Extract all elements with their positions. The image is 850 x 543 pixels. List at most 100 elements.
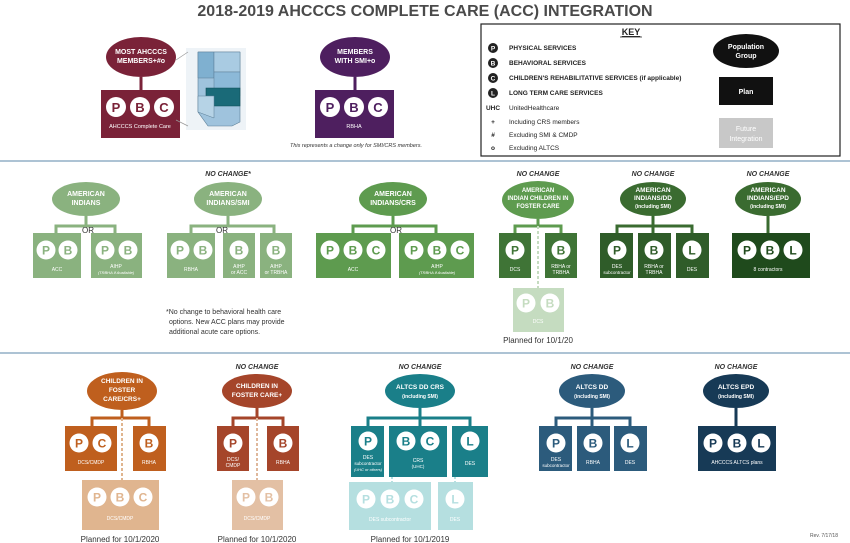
- population-label: MEMBERS: [337, 49, 373, 56]
- plan-label: AIHP: [270, 264, 282, 270]
- key-population-label: Group: [736, 53, 757, 60]
- plan-label: DCS/CMDP: [107, 516, 134, 522]
- svg-text:P: P: [93, 491, 101, 505]
- plan-label: TRBHA: [646, 270, 664, 276]
- svg-text:P: P: [75, 437, 83, 451]
- svg-text:P: P: [242, 491, 250, 505]
- group-altcs-dd: NO CHANGE ALTCS DD (including SMI) P B L…: [539, 364, 647, 471]
- key-label: LONG TERM CARE SERVICES: [509, 90, 603, 97]
- svg-text:B: B: [145, 437, 154, 451]
- svg-text:P: P: [522, 297, 530, 311]
- group-members-with-smi: MEMBERS WITH SMI+o P B C RBHA: [315, 37, 394, 138]
- plan-label: CMDP: [226, 463, 241, 469]
- population-label: (including SMI): [718, 394, 754, 400]
- key-future-box: [719, 118, 773, 148]
- key-population-group-oval: [713, 34, 779, 68]
- change-note: This represents a change only for SMI/CR…: [290, 143, 422, 149]
- population-label: FOSTER CARE+: [232, 392, 283, 399]
- plan-label: or TRBHA: [265, 270, 288, 276]
- svg-text:B: B: [116, 491, 125, 505]
- physical-icon: P: [112, 100, 121, 115]
- crs-icon: C: [159, 100, 169, 115]
- svg-text:B: B: [349, 244, 358, 258]
- group-altcs-epd: NO CHANGE ALTCS EPD (including SMI) P B …: [698, 364, 776, 471]
- plan-label: ACC: [52, 267, 63, 273]
- no-change-label: NO CHANGE: [399, 364, 442, 371]
- key-label: Excluding SMI & CMDP: [509, 132, 578, 139]
- physical-icon: P: [326, 100, 335, 115]
- svg-text:P: P: [743, 244, 751, 258]
- plan-label: DES: [612, 264, 623, 270]
- svg-text:P: P: [229, 437, 237, 451]
- population-oval: [106, 37, 176, 77]
- plan-label: DES: [551, 457, 562, 463]
- svg-text:additional acute care options.: additional acute care options.: [169, 329, 260, 336]
- svg-text:P: P: [101, 244, 109, 258]
- plan-label: DCS: [510, 267, 521, 273]
- svg-text:B: B: [733, 437, 742, 451]
- plan-label: DCS/CMDP: [78, 460, 105, 466]
- svg-text:B: B: [402, 435, 411, 449]
- arizona-map-image: [175, 48, 246, 130]
- population-label: INDIANS/DD: [634, 195, 672, 202]
- population-label: MEMBERS+#o: [117, 58, 165, 65]
- svg-text:L: L: [757, 437, 764, 451]
- population-label: AMERICAN: [67, 191, 105, 198]
- plan-label: DES subcontractor: [369, 517, 411, 523]
- population-label: (including SMI): [574, 394, 610, 400]
- crs-icon: C: [373, 100, 383, 115]
- svg-text:B: B: [546, 297, 555, 311]
- svg-text:B: B: [557, 244, 566, 258]
- future-integration-box: [232, 480, 283, 530]
- key-label: Excluding ALTCS: [509, 145, 560, 152]
- group-children-foster-care-crs: CHILDREN IN FOSTER CARE/CRS+ P C B DCS/C…: [65, 372, 166, 543]
- no-change-label: NO CHANGE: [236, 364, 279, 371]
- plan-label: TRBHA: [553, 270, 571, 276]
- svg-text:L: L: [789, 244, 796, 258]
- key-title: KEY: [622, 27, 641, 37]
- population-label: CHILDREN IN: [236, 383, 278, 390]
- revision-date: Rev. 7/17/18: [810, 533, 838, 539]
- key-crs-icon: C: [491, 76, 496, 83]
- population-label: INDIANS/EPD: [747, 195, 789, 202]
- population-label: CHILDREN IN: [101, 378, 143, 385]
- svg-text:B: B: [64, 244, 73, 258]
- key-label: CHILDREN'S REHABILITATIVE SERVICES (if a…: [509, 75, 681, 82]
- no-change-label: NO CHANGE: [747, 171, 790, 178]
- plan-label: or ACC: [231, 270, 248, 276]
- plan-label: AHCCCS Complete Care: [109, 124, 171, 130]
- svg-text:P: P: [410, 244, 418, 258]
- svg-text:B: B: [279, 437, 288, 451]
- svg-text:L: L: [466, 435, 473, 449]
- population-label: INDIAN CHILDREN IN: [508, 196, 569, 202]
- group-most-ahcccs-members: MOST AHCCCS MEMBERS+#o P B C AHCCCS Comp…: [101, 37, 180, 138]
- or-label: OR: [390, 226, 402, 235]
- svg-text:C: C: [456, 244, 465, 258]
- svg-text:B: B: [235, 244, 244, 258]
- population-label: INDIANS/SMI: [206, 200, 249, 207]
- population-label: ALTCS EPD: [718, 384, 755, 391]
- population-label: CARE/CRS+: [103, 396, 141, 403]
- svg-text:*No change to behavioral healt: *No change to behavioral health care: [166, 309, 281, 316]
- population-label: ALTCS DD CRS: [396, 384, 445, 391]
- svg-text:C: C: [426, 435, 435, 449]
- svg-text:P: P: [326, 244, 334, 258]
- population-label: ALTCS DD: [576, 384, 609, 391]
- plan-label: DES: [687, 267, 698, 273]
- plan-label: DES: [465, 461, 476, 467]
- population-label: AMERICAN: [635, 187, 670, 194]
- group-children-foster-care: NO CHANGE CHILDREN IN FOSTER CARE+ P B D…: [217, 364, 299, 543]
- svg-text:B: B: [386, 493, 395, 507]
- key-symbol: #: [491, 132, 495, 139]
- svg-text:B: B: [124, 244, 133, 258]
- plan-label: DES: [625, 460, 636, 466]
- no-change-label: NO CHANGE: [715, 364, 758, 371]
- plan-label: RBHA: [346, 124, 362, 130]
- svg-text:P: P: [362, 493, 370, 507]
- svg-text:C: C: [139, 491, 148, 505]
- population-label: AMERICAN: [374, 191, 412, 198]
- plan-label: AIHP: [110, 264, 122, 270]
- key-future-label: Future: [736, 126, 756, 133]
- svg-text:options. New ACC plans may pro: options. New ACC plans may provide: [169, 319, 285, 326]
